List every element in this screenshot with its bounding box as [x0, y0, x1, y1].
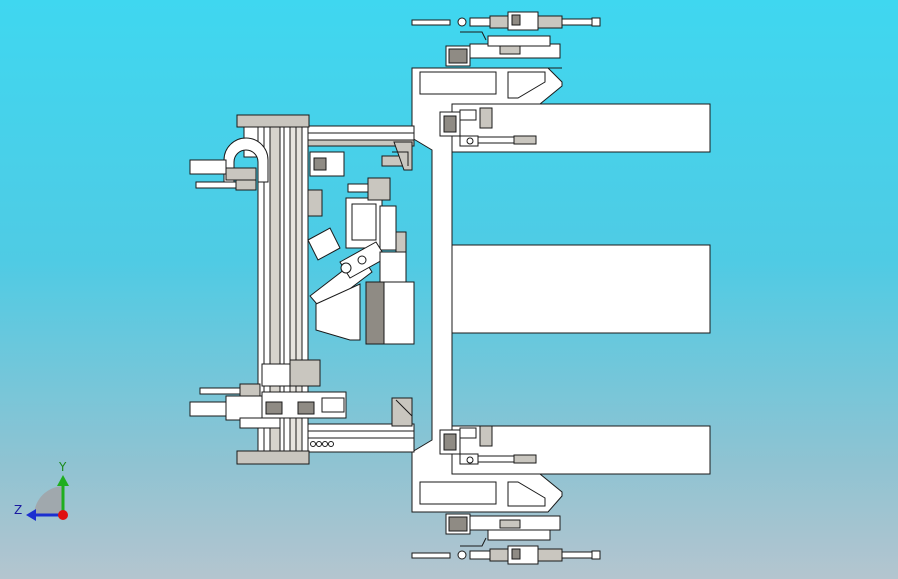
lower-rail — [305, 423, 415, 453]
fork-arm-top — [451, 103, 711, 153]
coordinate-triad: Y Z — [14, 460, 69, 521]
main-frame — [411, 67, 563, 513]
origin-dot-icon — [58, 510, 68, 520]
left-lower-actuator — [189, 359, 347, 429]
bottom-actuator — [411, 513, 601, 565]
triad-plane-icon — [34, 486, 63, 515]
lower-gripper — [439, 425, 537, 465]
z-axis-label: Z — [14, 503, 22, 517]
top-actuator — [411, 11, 601, 67]
upper-gripper — [439, 107, 537, 147]
fork-arm-bottom — [451, 425, 711, 475]
y-axis-label: Y — [58, 460, 67, 474]
fork-arm-middle — [451, 244, 711, 334]
upper-rail — [305, 125, 415, 147]
center-mechanism — [307, 141, 415, 427]
left-cable-loop — [189, 137, 269, 191]
